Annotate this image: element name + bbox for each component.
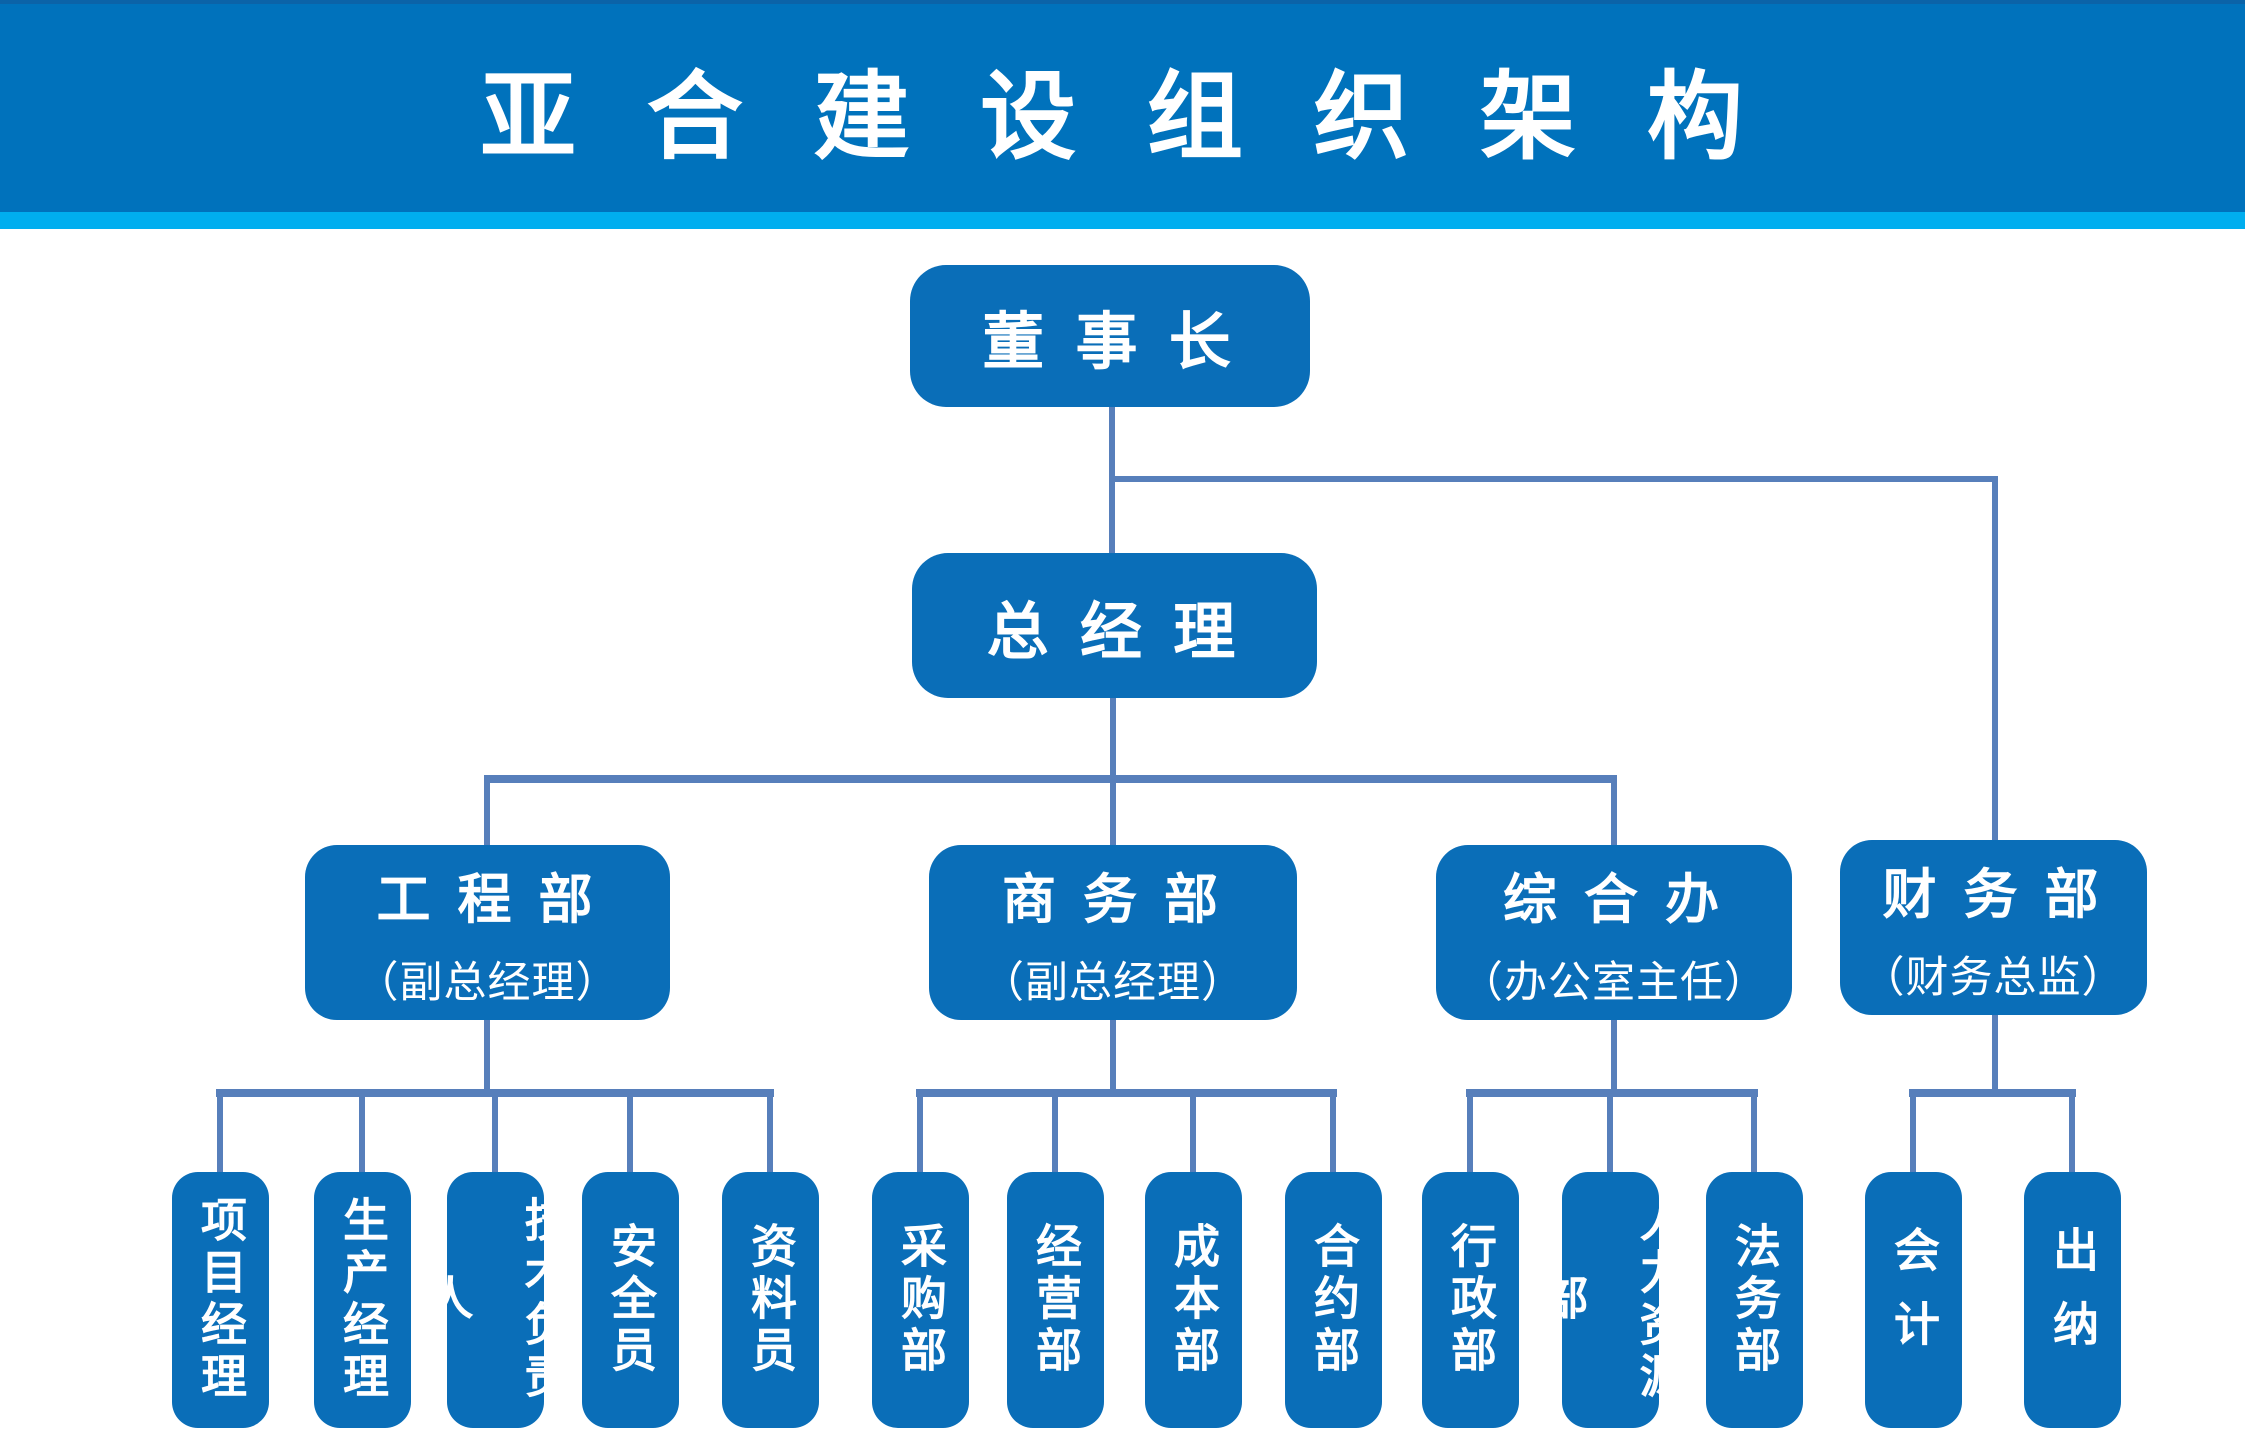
leaf-node-cost: 成本部 [1145,1172,1242,1428]
leaf-node-administration: 行政部 [1422,1172,1519,1428]
dept-node-business: 商 务 部 （副总经理） [929,845,1297,1020]
dept-label: 工 程 部 [376,870,599,930]
leaf-node-accounting: 会计 [1865,1172,1962,1428]
dept-label: 综 合 办 [1502,870,1725,930]
chairman-label: 董 事 长 [982,308,1238,377]
dept-node-engineering: 工 程 部 （副总经理） [305,845,670,1020]
banner-accent-strip [0,212,2245,229]
leaf-node-project-manager: 项目经理 [172,1172,269,1428]
leaf-node-safety-officer: 安全员 [582,1172,679,1428]
leaf-node-technical-lead: 技术负责人 [422,1172,571,1428]
dept-label: 财 务 部 [1882,865,2105,925]
leaf-label: 成本部 [1168,1222,1220,1378]
dept-subtitle: （财务总监） [1861,954,2126,1002]
leaf-label: 法务部 [1729,1222,1781,1378]
leaf-label: 会计 [1888,1226,1940,1374]
node-chairman: 董 事 长 [910,265,1310,407]
dept-label: 商 务 部 [1001,870,1224,930]
leaf-node-document-clerk: 资料员 [722,1172,819,1428]
leaf-label: 采购部 [895,1222,947,1378]
title-banner: 亚 合 建 设 组 织 架 构 [0,0,2245,212]
leaf-node-production-manager: 生产经理 [314,1172,411,1428]
leaf-label: 项目经理 [195,1196,247,1404]
leaf-label: 合约部 [1308,1222,1360,1378]
leaf-label: 技术负责人 [421,1196,571,1404]
leaf-node-legal: 法务部 [1706,1172,1803,1428]
leaf-node-procurement: 采购部 [872,1172,969,1428]
leaf-node-operations: 经营部 [1007,1172,1104,1428]
leaf-label: 出纳 [2047,1226,2099,1374]
general-manager-label: 总 经 理 [986,597,1243,667]
leaf-node-human-resources: 人力资源部 [1537,1172,1686,1428]
leaf-label: 经营部 [1030,1222,1082,1378]
dept-node-finance: 财 务 部 （财务总监） [1840,840,2147,1015]
leaf-label: 生产经理 [337,1196,389,1404]
leaf-label: 安全员 [605,1222,657,1378]
leaf-node-cashier: 出纳 [2024,1172,2121,1428]
leaf-label: 人力资源部 [1536,1196,1686,1404]
leaf-label: 行政部 [1445,1222,1497,1378]
leaf-label: 资料员 [745,1222,797,1378]
leaf-node-contracts: 合约部 [1285,1172,1382,1428]
page-title: 亚 合 建 设 组 织 架 构 [480,63,1765,171]
node-general-manager: 总 经 理 [912,553,1317,698]
dept-node-general-office: 综 合 办 （办公室主任） [1436,845,1792,1020]
dept-subtitle: （副总经理） [981,959,1245,1007]
dept-subtitle: （副总经理） [355,959,620,1007]
dept-subtitle: （办公室主任） [1460,959,1768,1007]
